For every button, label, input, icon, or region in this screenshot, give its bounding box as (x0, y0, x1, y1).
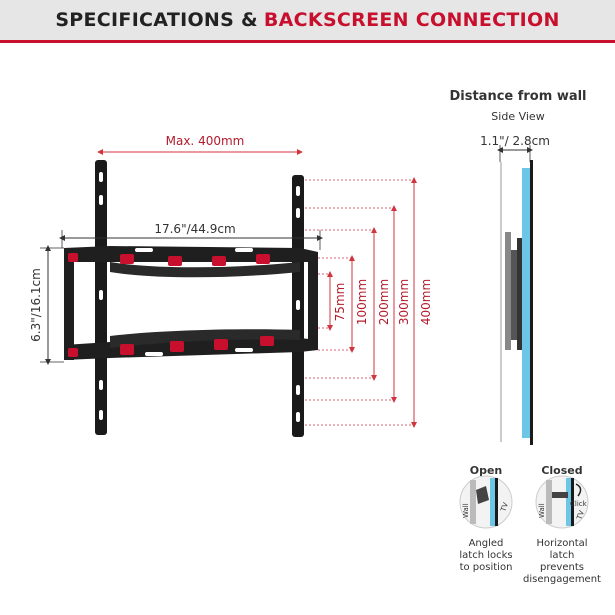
vesa-200-label: 200mm (377, 279, 391, 325)
latch-open-desc-2: latch locks (459, 550, 512, 561)
header-accent-line (0, 40, 615, 43)
latch-open-detail: Open Wall TV Angled latch locks to posit… (459, 464, 512, 573)
tv-screen (522, 168, 530, 438)
tv-back-panel (530, 160, 533, 445)
right-tv-arm (292, 175, 304, 437)
title-part-2: BACKSCREEN CONNECTION (263, 9, 560, 31)
latch-open-wall-label: Wall (462, 503, 470, 518)
vesa-75-label: 75mm (333, 283, 347, 322)
latch-closed-tv-label: TV (575, 509, 586, 521)
wall-plate (64, 246, 318, 360)
latch-closed-desc-2: latch (550, 550, 575, 561)
vesa-300-label: 300mm (397, 279, 411, 325)
header-bar (0, 0, 615, 40)
latch-open-title: Open (470, 464, 503, 477)
latch-closed-wall-label: Wall (538, 503, 546, 518)
latch-open-desc-3: to position (460, 562, 513, 573)
side-view-title: Distance from wall (449, 89, 586, 104)
depth-label: 1.1"/ 2.8cm (480, 134, 550, 148)
vesa-100-label: 100mm (355, 279, 369, 325)
latch-closed-detail: Closed Wall TV Click Horizontal latch pr… (523, 464, 601, 585)
side-view-subtitle: Side View (491, 110, 544, 123)
latch-closed-desc-4: disengagement (523, 574, 601, 585)
latch-closed-desc-1: Horizontal (536, 538, 587, 549)
wall (500, 162, 502, 442)
max-width-label: Max. 400mm (166, 134, 245, 148)
left-tv-arm (95, 160, 107, 435)
bracket-side-profile (505, 232, 511, 350)
latch-open-desc-1: Angled (469, 538, 504, 549)
latch-closed-title: Closed (541, 464, 582, 477)
front-view-diagram: Max. 400mm (29, 134, 433, 437)
page-title: SPECIFICATIONS & BACKSCREEN CONNECTION (0, 0, 615, 40)
side-view-diagram: Distance from wall Side View 1.1"/ 2.8cm (449, 89, 587, 445)
height-label: 6.3"/16.1cm (29, 268, 43, 342)
latch-closed-desc-3: prevents (540, 562, 584, 573)
latch-closed-click-label: Click (570, 500, 588, 508)
vesa-400-label: 400mm (419, 279, 433, 325)
title-part-1: SPECIFICATIONS & (55, 9, 258, 31)
width-label: 17.6"/44.9cm (154, 222, 235, 236)
latch-open-tv-label: TV (499, 501, 510, 513)
vesa-dimensions (305, 179, 414, 426)
